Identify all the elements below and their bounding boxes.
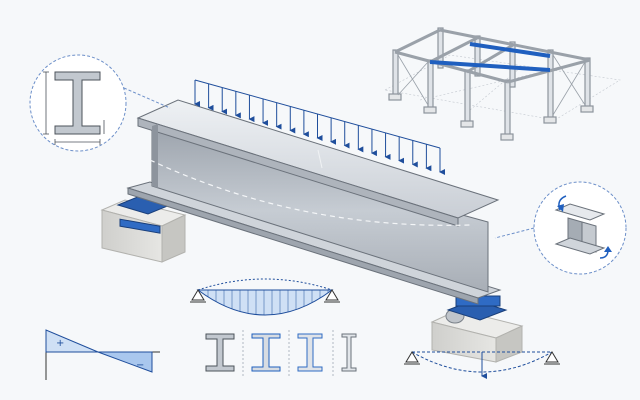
torsion-callout [494, 181, 627, 275]
section-profile-4 [341, 333, 357, 372]
section-profile-3 [297, 333, 323, 372]
frame-bracing [397, 54, 586, 116]
deflected-shape-line [149, 159, 471, 226]
frame-footings [388, 93, 594, 141]
main-i-beam [126, 99, 502, 305]
frame-highlighted-beams [429, 42, 551, 72]
i-section-callout [29, 54, 171, 152]
deflection-diagram [404, 351, 560, 379]
roller-support-icon [325, 289, 339, 301]
section-profiles-row [205, 330, 357, 376]
section-profile-2 [251, 333, 281, 372]
3d-steel-frame [384, 27, 621, 141]
shear-positive-sign: + [56, 338, 64, 349]
pin-support-icon [191, 289, 205, 301]
shear-force-diagram: + − [45, 329, 160, 380]
frame-columns [392, 27, 591, 136]
roller-support-icon-2 [545, 351, 559, 363]
section-profile-1 [205, 333, 235, 372]
load-arrows [194, 80, 445, 175]
bending-moment-diagram [190, 278, 340, 316]
distributed-load [194, 79, 445, 175]
shear-negative-sign: − [136, 360, 144, 371]
i-beam-section-icon [54, 71, 101, 135]
pin-support-icon-2 [405, 351, 419, 363]
frame-beams [394, 28, 591, 84]
